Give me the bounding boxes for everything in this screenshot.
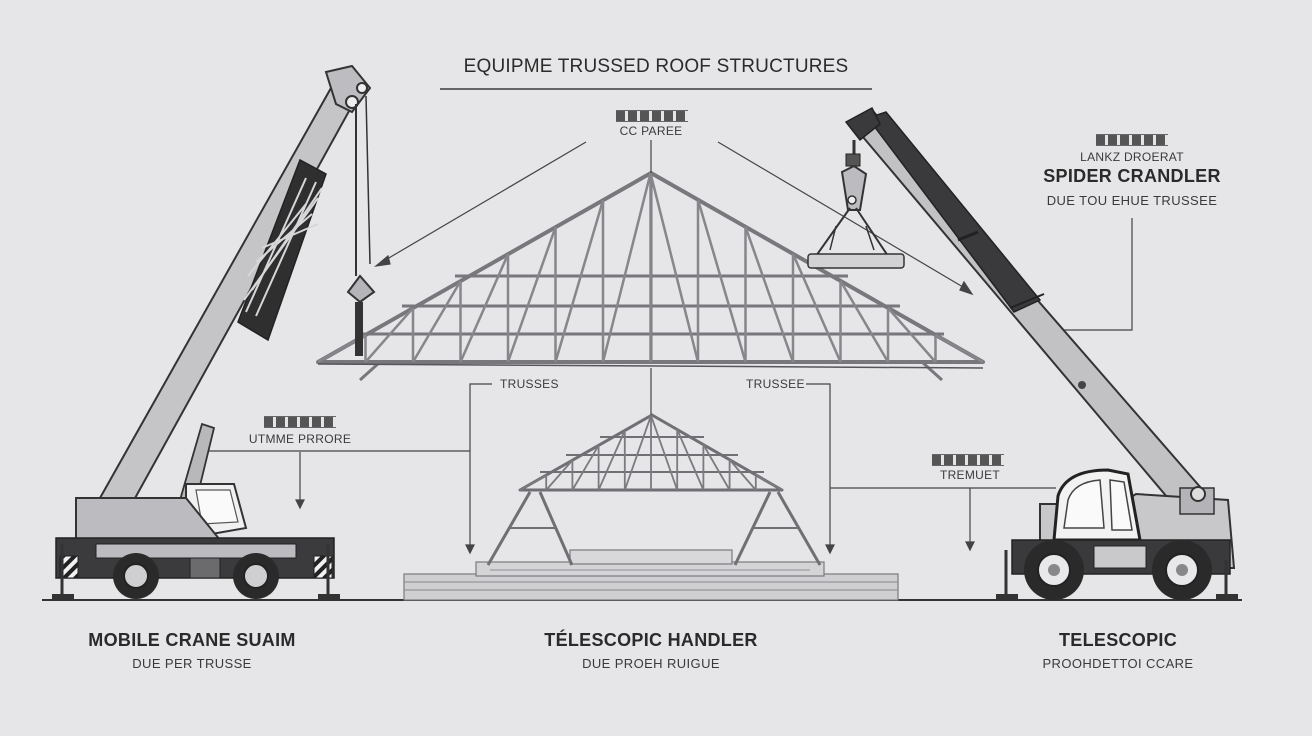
top-center-label: CC PAREE xyxy=(619,124,683,138)
trusses-left-label: TRUSSES xyxy=(500,377,559,391)
truss-diagonal xyxy=(597,430,626,491)
left-mid-callout-label: UTMME PRRORE xyxy=(248,432,352,446)
truss-diagonal xyxy=(887,307,937,363)
truss-diagonal xyxy=(519,474,547,491)
large-truss-webs xyxy=(317,172,984,364)
truss-diagonal xyxy=(571,444,600,491)
truss-diagonal xyxy=(545,459,574,491)
truss-diagonal xyxy=(650,415,679,491)
equipment-2-name: TÉLESCOPIC HANDLER xyxy=(544,630,758,650)
right-callout-lines xyxy=(830,218,1133,552)
equipment-3-name: TELESCOPIC xyxy=(1058,630,1178,650)
right-upper-title: SPIDER CRANDLER xyxy=(1043,166,1221,186)
truss-diagonal xyxy=(649,172,700,363)
truss-diagonal xyxy=(744,226,795,363)
equipment-1-name: MOBILE CRANE SUAIM xyxy=(88,630,296,650)
truss-diagonal xyxy=(364,307,414,363)
small-roof-truss xyxy=(486,413,822,566)
truss-diagonal xyxy=(728,459,757,491)
truss-diagonal xyxy=(791,253,842,363)
right-upper-subtitle: DUE TOU EHUE TRUSSEE xyxy=(1046,193,1218,208)
left-mid-glyph-icon xyxy=(264,416,336,428)
truss-diagonal xyxy=(554,199,605,363)
top-callout-lines xyxy=(373,140,974,296)
truss-tail-right xyxy=(920,360,944,382)
truss-diagonal xyxy=(696,199,747,363)
truss-diagonal xyxy=(411,280,462,363)
truss-bottom-chord-shadow xyxy=(317,363,984,369)
right-callout-label: TREMUET xyxy=(939,468,1001,482)
mobile-crane-icon xyxy=(52,64,376,599)
small-truss-webs xyxy=(519,415,783,491)
page-title: EQUIPME TRUSSED ROOF STRUCTURES xyxy=(463,56,849,77)
right-upper-glyph-icon xyxy=(1096,134,1168,146)
trusses-callout-lines xyxy=(465,368,835,555)
truss-diagonal xyxy=(839,280,890,363)
telescopic-crane-icon xyxy=(807,106,1238,600)
pallet-load-icon xyxy=(403,549,899,601)
top-center-glyph-icon xyxy=(616,110,688,122)
equipment-2-subtitle: DUE PROEH RUIGUE xyxy=(582,656,720,671)
left-mid-callout-lines xyxy=(206,450,470,510)
truss-diagonal xyxy=(702,444,731,491)
equipment-1-subtitle: DUE PER TRUSSE xyxy=(132,656,252,671)
truss-diagonal xyxy=(506,226,557,363)
equipment-3-subtitle: PROOHDETTOI CCARE xyxy=(1042,656,1194,671)
right-callout-glyph-icon xyxy=(932,454,1004,466)
truss-diagonal xyxy=(934,333,984,364)
truss-diagonal xyxy=(623,415,652,491)
truss-diagonal xyxy=(755,474,783,491)
right-upper-small-label: LANKZ DROERAT xyxy=(1080,150,1184,164)
trusses-right-label: TRUSSEE xyxy=(746,377,805,391)
truss-diagonal xyxy=(459,253,510,363)
truss-diagonal xyxy=(676,429,705,491)
truss-diagonal xyxy=(601,172,652,363)
